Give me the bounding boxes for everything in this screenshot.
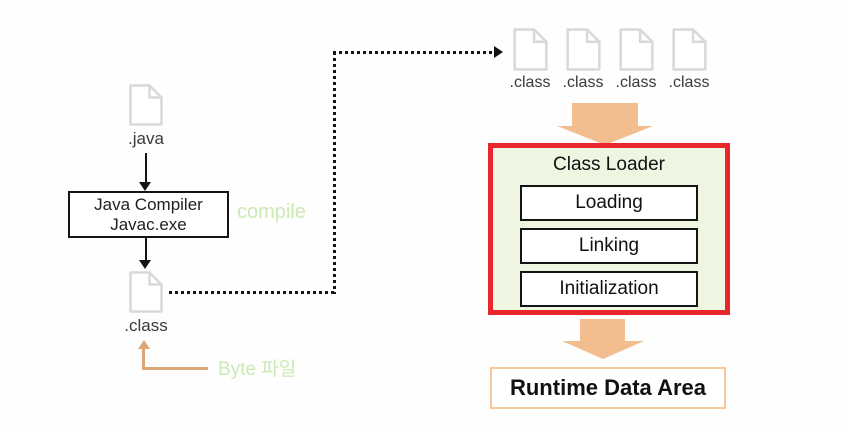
class-files-row: .class .class .class <box>505 28 714 93</box>
class-file-icon <box>512 28 548 71</box>
arrow-java-to-compiler-line <box>145 153 147 182</box>
class-file-label: .class <box>562 74 604 91</box>
java-source-file-label: .java <box>128 129 164 148</box>
byte-note-arrow-vline <box>142 348 145 370</box>
arrow-compiler-to-class-head <box>139 260 151 269</box>
bytecode-file-label: .class <box>124 316 168 335</box>
dotted-connector-vertical <box>333 52 336 294</box>
class-file-icon <box>565 28 601 71</box>
class-file-item: .class <box>505 28 555 93</box>
bytecode-file-icon <box>129 271 163 313</box>
class-file-label: .class <box>668 74 710 91</box>
block-arrow-classes-to-loader <box>557 103 653 145</box>
class-file-item: .class <box>611 28 661 93</box>
arrow-compiler-to-class-line <box>145 238 147 260</box>
class-file-label: .class <box>509 74 551 91</box>
runtime-data-area-box: Runtime Data Area <box>490 367 726 409</box>
class-file-icon <box>618 28 654 71</box>
class-file-label: .class <box>615 74 657 91</box>
java-compiler-box: Java Compiler Javac.exe <box>68 191 229 238</box>
class-file-item: .class <box>558 28 608 93</box>
arrow-java-to-compiler-head <box>139 182 151 191</box>
class-loader-title: Class Loader <box>553 154 665 175</box>
dotted-connector-bottom <box>169 291 336 294</box>
linking-stage-box: Linking <box>520 228 698 264</box>
byte-note-label: Byte 파일 <box>218 359 297 380</box>
initialization-stage-box: Initialization <box>520 271 698 307</box>
compiler-exe-line: Javac.exe <box>110 214 187 234</box>
class-file-icon <box>671 28 707 71</box>
java-source-file-icon <box>129 84 163 126</box>
block-arrow-loader-to-runtime <box>562 319 644 359</box>
loading-stage-box: Loading <box>520 185 698 221</box>
dotted-connector-top <box>333 51 494 54</box>
byte-note-arrow-hline <box>142 367 208 370</box>
compiler-name-line: Java Compiler <box>94 194 203 214</box>
class-file-item: .class <box>664 28 714 93</box>
byte-note-arrow-head <box>138 340 150 349</box>
class-loader-box: Class Loader Loading Linking Initializat… <box>488 143 730 315</box>
dotted-connector-arrow-head <box>494 46 503 58</box>
compile-label: compile <box>237 201 306 223</box>
